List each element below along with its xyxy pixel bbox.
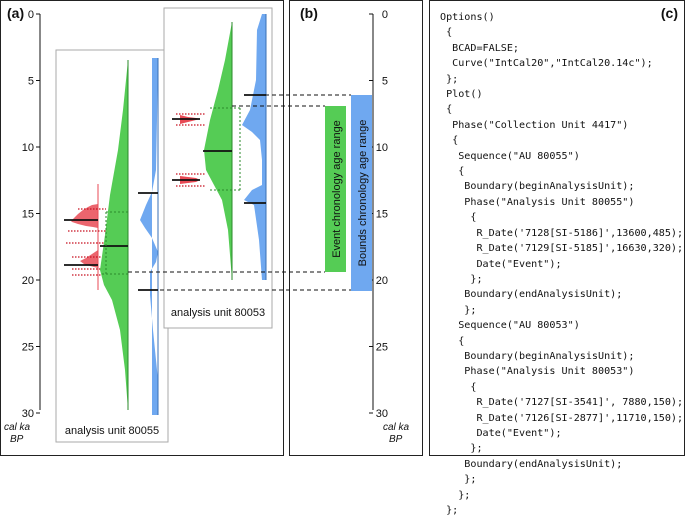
date-7128-dotted-lines (66, 208, 106, 244)
axis-unit-b-line2: BP (389, 434, 403, 445)
axis-a-tick-label: 30 (22, 408, 34, 420)
unit-80055-label: analysis unit 80055 (65, 425, 159, 437)
date-7129-distribution (80, 250, 98, 268)
axis-a-tick-label: 0 (28, 9, 34, 21)
boundary-80055-distribution (140, 58, 158, 415)
axis-a-tick-label: 10 (22, 142, 34, 154)
axis-unit-a-line2: BP (10, 434, 24, 445)
connector-overlay: 0 5 10 15 20 25 30 (22, 9, 351, 420)
panel-a-label: (a) (7, 5, 25, 21)
axis-a-tick-label: 15 (22, 209, 34, 221)
date-7126-distribution (172, 173, 206, 187)
unit-80053-label: analysis unit 80053 (171, 307, 265, 319)
axis-unit-b-line1: cal ka (383, 422, 410, 433)
boundary-80053-distribution (242, 14, 266, 280)
axis-a-tick-label: 20 (22, 275, 34, 287)
date-7128-distribution (71, 184, 99, 290)
bounds-bar-label: Bounds chronology age range (357, 120, 369, 267)
bounds-chronology-bar (351, 95, 372, 291)
axis-unit-a-line1: cal ka (4, 422, 31, 433)
event-bar-label: Event chronology age range (331, 120, 343, 258)
axis-b-tick-label: 25 (376, 342, 388, 354)
connector-lines (128, 94, 351, 291)
axis-b-tick-label: 15 (376, 209, 388, 221)
event-80055-range-lines (102, 211, 128, 275)
axis-b-tick-label: 5 (382, 76, 388, 88)
event-80055-distribution (100, 60, 128, 410)
panel-a: (a) (0, 0, 284, 456)
panel-a-diagram: analysis unit 80055 analysis unit 80053 … (4, 7, 273, 445)
axis-a-tick-label: 5 (28, 76, 34, 88)
panel-b: (b) 0 5 10 15 20 25 30 Event chronology age ra… (289, 0, 423, 456)
axis-a-tick-label: 25 (22, 342, 34, 354)
axis-b-tick-label: 10 (376, 142, 388, 154)
date-7127-distribution (172, 113, 206, 126)
panel-c-label: (c) (660, 5, 678, 21)
axis-b-tick-label: 30 (376, 408, 388, 420)
event-chronology-bar (325, 106, 346, 272)
axis-b-tick-label: 0 (382, 9, 388, 21)
event-80053-range-lines (210, 107, 241, 191)
panel-b-label: (b) (300, 5, 318, 21)
panel-c: (c) Options() { BCAD=FALSE; Curve("IntCa… (429, 0, 685, 516)
axis-b-tick-label: 20 (376, 275, 388, 287)
